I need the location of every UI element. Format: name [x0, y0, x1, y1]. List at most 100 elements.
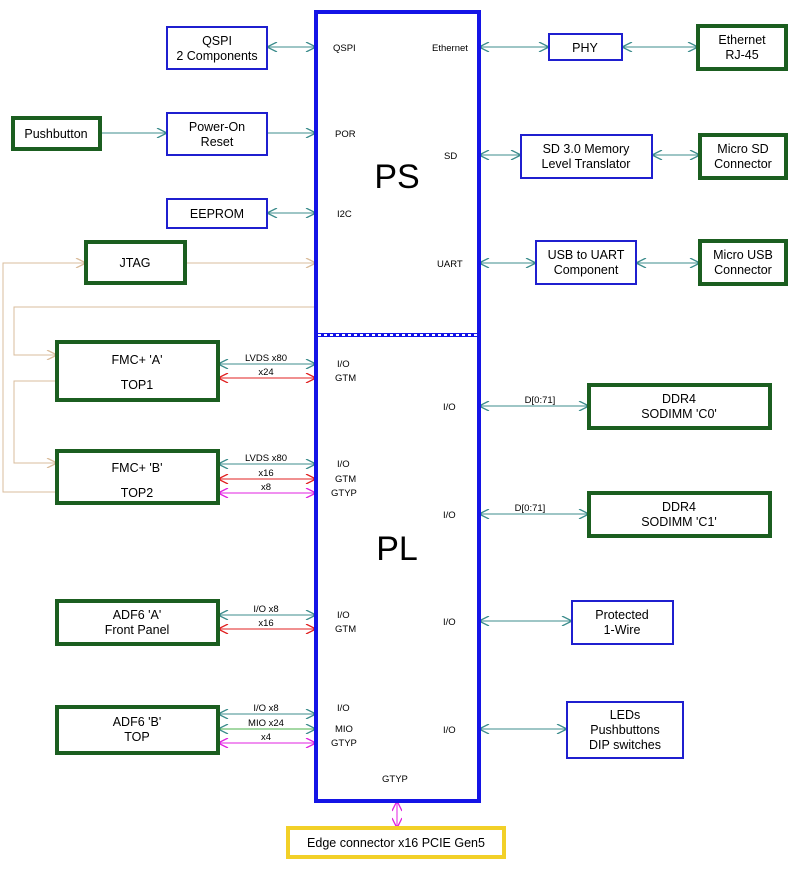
ps-block	[314, 10, 481, 337]
bus-fmc-a-gt: x24	[258, 367, 273, 378]
svg-text:SODIMM 'C0': SODIMM 'C0'	[641, 407, 717, 421]
bus-adf-b-gtyp: x4	[261, 732, 271, 743]
svg-text:Edge connector x16 PCIE Gen5: Edge connector x16 PCIE Gen5	[307, 836, 485, 850]
port-adf-a-gtm: GTM	[335, 624, 356, 635]
port-ethernet: Ethernet	[432, 43, 468, 54]
micro-sd-component: Micro SD Connector	[698, 133, 788, 180]
port-bottom-gtyp: GTYP	[382, 774, 408, 785]
bus-fmc-a-lvds: LVDS x80	[245, 353, 287, 364]
svg-text:Pushbuttons: Pushbuttons	[590, 723, 660, 737]
svg-text:Micro SD: Micro SD	[717, 142, 768, 156]
port-onewire-io: I/O	[443, 617, 456, 628]
bus-fmc-b-lvds: LVDS x80	[245, 453, 287, 464]
svg-text:TOP1: TOP1	[121, 378, 153, 392]
svg-text:USB to UART: USB to UART	[548, 248, 625, 262]
jtag-component: JTAG	[84, 240, 187, 285]
port-fmc-b-io: I/O	[337, 459, 350, 470]
svg-text:DIP switches: DIP switches	[589, 738, 661, 752]
svg-text:TOP: TOP	[124, 730, 149, 744]
bus-adf-b-io: I/O x8	[253, 703, 278, 714]
svg-text:SODIMM 'C1': SODIMM 'C1'	[641, 515, 717, 529]
bus-ddr-c1: D[0:71]	[515, 503, 546, 514]
fmc-a-component: FMC+ 'A' TOP1	[55, 340, 220, 402]
port-adf-a-io: I/O	[337, 610, 350, 621]
svg-text:Level Translator: Level Translator	[542, 157, 631, 171]
ethernet-rj45-component: Ethernet RJ-45	[696, 24, 788, 71]
link-fmc-a-fmc-b	[13, 380, 57, 463]
pushbutton-component: Pushbutton	[11, 116, 102, 151]
svg-text:SD 3.0 Memory: SD 3.0 Memory	[543, 142, 631, 156]
link-ps-fmc-a	[13, 306, 316, 355]
bus-fmc-b-gtyp: x8	[261, 482, 271, 493]
svg-text:LEDs: LEDs	[610, 708, 641, 722]
port-por: POR	[335, 129, 356, 140]
port-uart: UART	[437, 259, 463, 270]
adf6-b-component: ADF6 'B' TOP	[55, 705, 220, 755]
svg-text:Micro USB: Micro USB	[713, 248, 773, 262]
svg-text:JTAG: JTAG	[119, 256, 150, 270]
port-fmc-b-gtyp: GTYP	[331, 488, 357, 499]
pl-block	[314, 333, 481, 803]
svg-text:PHY: PHY	[572, 41, 598, 55]
svg-text:DDR4: DDR4	[662, 392, 696, 406]
bus-fmc-b-gtm: x16	[258, 468, 273, 479]
onewire-component: Protected 1-Wire	[571, 600, 674, 645]
port-ddr-c0-io: I/O	[443, 402, 456, 413]
port-adf-b-io: I/O	[337, 703, 350, 714]
soc-block: PS PL	[314, 10, 481, 803]
ps-label: PS	[374, 158, 419, 196]
phy-component: PHY	[548, 33, 623, 61]
qspi-component: QSPI 2 Components	[166, 26, 268, 70]
edge-connector-component: Edge connector x16 PCIE Gen5	[286, 826, 506, 859]
power-on-reset-component: Power-On Reset	[166, 112, 268, 156]
bus-adf-a-io: I/O x8	[253, 604, 278, 615]
svg-text:Connector: Connector	[714, 263, 772, 277]
ps-ports: QSPI POR I2C Ethernet SD UART	[333, 43, 468, 270]
svg-text:Power-On: Power-On	[189, 120, 245, 134]
svg-text:Connector: Connector	[714, 157, 772, 171]
svg-text:EEPROM: EEPROM	[190, 207, 244, 221]
svg-text:TOP2: TOP2	[121, 486, 153, 500]
port-sd: SD	[444, 151, 457, 162]
components: QSPI 2 Components Power-On Reset Pushbut…	[11, 24, 788, 859]
svg-text:Ethernet: Ethernet	[718, 33, 766, 47]
port-fmc-a-io: I/O	[337, 359, 350, 370]
svg-text:ADF6 'B': ADF6 'B'	[113, 715, 162, 729]
svg-text:Reset: Reset	[201, 135, 234, 149]
port-i2c: I2C	[337, 209, 352, 220]
port-ddr-c1-io: I/O	[443, 510, 456, 521]
svg-text:Pushbutton: Pushbutton	[24, 127, 87, 141]
port-fmc-b-gtm: GTM	[335, 474, 356, 485]
pl-label: PL	[376, 530, 418, 568]
sd-translator-component: SD 3.0 Memory Level Translator	[520, 134, 653, 179]
micro-usb-component: Micro USB Connector	[698, 239, 788, 286]
svg-text:Component: Component	[554, 263, 619, 277]
svg-text:QSPI: QSPI	[202, 34, 232, 48]
pl-ports: I/O GTM I/O GTM GTYP I/O GTM I/O MIO GTY…	[331, 359, 456, 785]
port-fmc-a-gtm: GTM	[335, 373, 356, 384]
fmc-b-component: FMC+ 'B' TOP2	[55, 449, 220, 505]
svg-text:Protected: Protected	[595, 608, 649, 622]
port-adf-b-mio: MIO	[335, 724, 353, 735]
svg-text:DDR4: DDR4	[662, 500, 696, 514]
svg-text:1-Wire: 1-Wire	[604, 623, 641, 637]
bus-adf-b-mio: MIO x24	[248, 718, 284, 729]
port-leds-io: I/O	[443, 725, 456, 736]
svg-text:ADF6 'A': ADF6 'A'	[113, 608, 162, 622]
svg-text:Front Panel: Front Panel	[105, 623, 170, 637]
svg-text:RJ-45: RJ-45	[725, 48, 758, 62]
svg-text:FMC+ 'B': FMC+ 'B'	[112, 461, 163, 475]
eeprom-component: EEPROM	[166, 198, 268, 229]
bus-ddr-c0: D[0:71]	[525, 395, 556, 406]
bus-labels: LVDS x80 x24 LVDS x80 x16 x8 I/O x8 x16 …	[245, 353, 555, 743]
svg-text:FMC+ 'A': FMC+ 'A'	[112, 353, 163, 367]
port-adf-b-gtyp: GTYP	[331, 738, 357, 749]
adf6-a-component: ADF6 'A' Front Panel	[55, 599, 220, 646]
ddr4-c1-component: DDR4 SODIMM 'C1'	[587, 491, 772, 538]
svg-text:2 Components: 2 Components	[176, 49, 257, 63]
ddr4-c0-component: DDR4 SODIMM 'C0'	[587, 383, 772, 430]
link-jtag-loop-top2	[2, 263, 86, 493]
bus-adf-a-gtm: x16	[258, 618, 273, 629]
leds-component: LEDs Pushbuttons DIP switches	[566, 701, 684, 759]
